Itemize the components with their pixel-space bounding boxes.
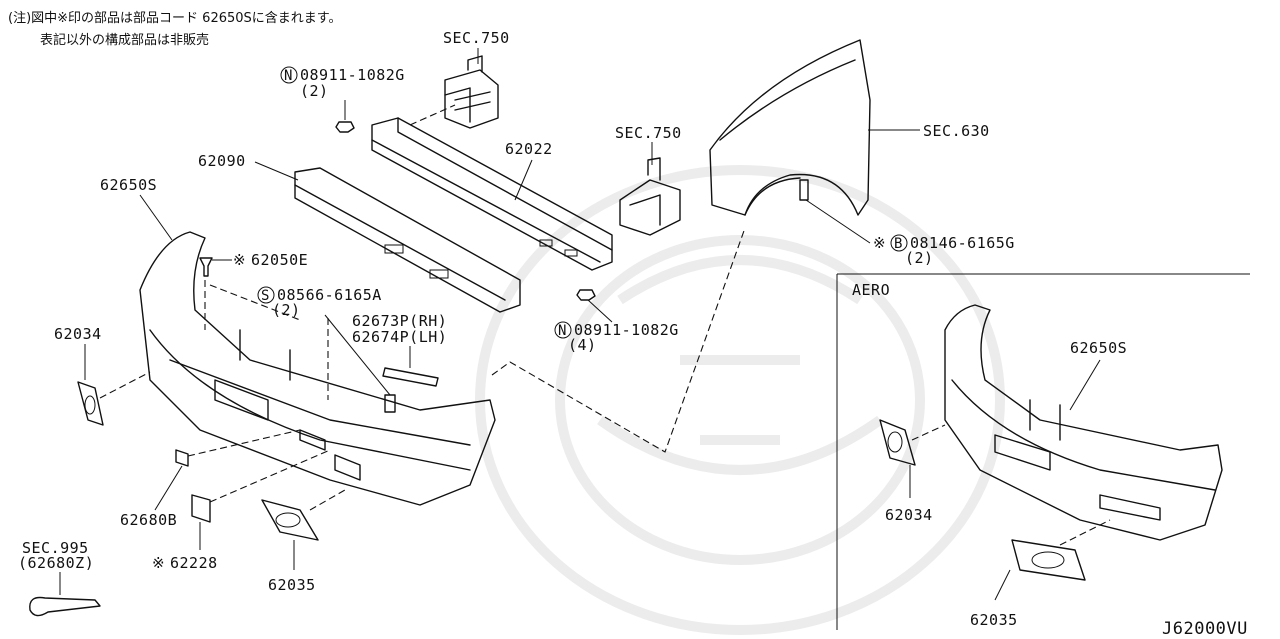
diagram-code: J62000VU bbox=[1162, 619, 1248, 639]
tow-hook-icon bbox=[29, 596, 101, 617]
leader-62022 bbox=[514, 159, 533, 201]
label-62035: 62035 bbox=[268, 576, 316, 594]
part-aero-62034-hole bbox=[887, 431, 903, 453]
label-62022: 62022 bbox=[505, 140, 553, 158]
part-62228-icon bbox=[191, 494, 211, 523]
note-line-1: (注)図中※印の部品は部品コード 62650Sに含まれます。 bbox=[8, 10, 341, 26]
aero-frame bbox=[836, 273, 1250, 630]
part-aero-62035-hole bbox=[1031, 551, 1065, 569]
part-aero-62034-cover bbox=[879, 419, 916, 466]
part-62090-absorber bbox=[294, 167, 521, 313]
label-08911-mid-qty: (4) bbox=[568, 336, 597, 354]
n-symbol-letter: N bbox=[284, 68, 292, 84]
screw-icon bbox=[384, 394, 396, 413]
asterisk-62228: ※ bbox=[152, 554, 165, 572]
leader-aero-62035 bbox=[994, 569, 1011, 601]
n-symbol-icon bbox=[280, 66, 298, 84]
s-symbol-letter: S bbox=[261, 288, 269, 304]
s-symbol-icon bbox=[257, 286, 275, 304]
label-62673p: 62673P(RH) bbox=[352, 312, 447, 330]
label-sec630: SEC.630 bbox=[923, 122, 990, 140]
label-aero-62650s: 62650S bbox=[1070, 339, 1127, 357]
leader-62680b bbox=[154, 465, 183, 511]
leader-aero-62650s bbox=[1069, 359, 1101, 411]
label-08146-qty: (2) bbox=[905, 249, 934, 267]
dash-62050e-2 bbox=[209, 284, 301, 321]
leader-62650s bbox=[139, 194, 173, 241]
label-62674p: 62674P(LH) bbox=[352, 328, 447, 346]
part-62034-cover bbox=[77, 381, 104, 426]
part-62035-fog-cover bbox=[261, 499, 319, 541]
label-aero-62034: 62034 bbox=[885, 506, 933, 524]
label-08146: 08146-6165G bbox=[910, 234, 1015, 252]
dash-62034 bbox=[99, 371, 151, 399]
label-62228: 62228 bbox=[170, 554, 218, 572]
nut-icon bbox=[335, 121, 355, 133]
label-62050e: 62050E bbox=[251, 251, 308, 269]
dash-aero-62035 bbox=[1059, 519, 1111, 546]
label-aero-62035: 62035 bbox=[970, 611, 1018, 629]
leader-62090 bbox=[254, 161, 299, 181]
dash-aero-62034 bbox=[911, 424, 946, 441]
dash-62680b bbox=[187, 429, 301, 457]
label-08566-qty: (2) bbox=[272, 301, 301, 319]
label-sec750-top: SEC.750 bbox=[443, 29, 510, 47]
bracket-sec750-top bbox=[444, 55, 499, 129]
watermark-emblem bbox=[475, 165, 1005, 635]
dash-62228 bbox=[209, 449, 331, 503]
label-62680b: 62680B bbox=[120, 511, 177, 529]
label-62650s: 62650S bbox=[100, 176, 157, 194]
leader-08911-mid bbox=[587, 299, 613, 323]
note-line-2: 表記以外の構成部品は非販売 bbox=[40, 32, 209, 48]
b-symbol-icon bbox=[890, 234, 908, 252]
part-62650s-bumper bbox=[139, 231, 496, 506]
label-sec995: SEC.995 bbox=[22, 539, 89, 557]
label-08566: 08566-6165A bbox=[277, 286, 382, 304]
part-62022-reinforcement bbox=[371, 117, 613, 271]
asterisk-08146: ※ bbox=[873, 234, 886, 252]
asterisk-62050e: ※ bbox=[233, 251, 246, 269]
bolt-icon bbox=[799, 179, 809, 201]
leader-08566 bbox=[324, 314, 391, 396]
label-62090: 62090 bbox=[198, 152, 246, 170]
nut-mid-icon bbox=[576, 289, 596, 301]
dash-bumper-fender bbox=[491, 227, 746, 453]
label-aero: AERO bbox=[852, 281, 890, 299]
label-08911-top: 08911-1082G bbox=[300, 66, 405, 84]
label-sec750-mid: SEC.750 bbox=[615, 124, 682, 142]
part-aero-bumper bbox=[944, 304, 1223, 541]
bracket-sec750-mid bbox=[619, 157, 681, 236]
label-sec995-ref: (62680Z) bbox=[18, 554, 94, 572]
label-62034: 62034 bbox=[54, 325, 102, 343]
part-aero-62035-fog-cover bbox=[1011, 539, 1086, 581]
part-sec630-fender bbox=[709, 39, 871, 216]
part-62680b-icon bbox=[175, 449, 189, 467]
part-62673p-molding bbox=[382, 367, 439, 387]
label-08911-top-qty: (2) bbox=[300, 82, 329, 100]
dash-62035 bbox=[309, 489, 346, 511]
dash-62022-bracket bbox=[409, 104, 456, 126]
b-symbol-letter: B bbox=[894, 236, 902, 252]
part-62034-hole bbox=[84, 395, 96, 415]
clip-62050e-icon bbox=[199, 257, 213, 277]
n-symbol-mid-letter: N bbox=[558, 323, 566, 339]
label-08911-mid: 08911-1082G bbox=[574, 321, 679, 339]
n-symbol-mid-icon bbox=[554, 321, 572, 339]
part-62035-hole bbox=[275, 512, 301, 528]
leader-08146 bbox=[805, 199, 871, 244]
